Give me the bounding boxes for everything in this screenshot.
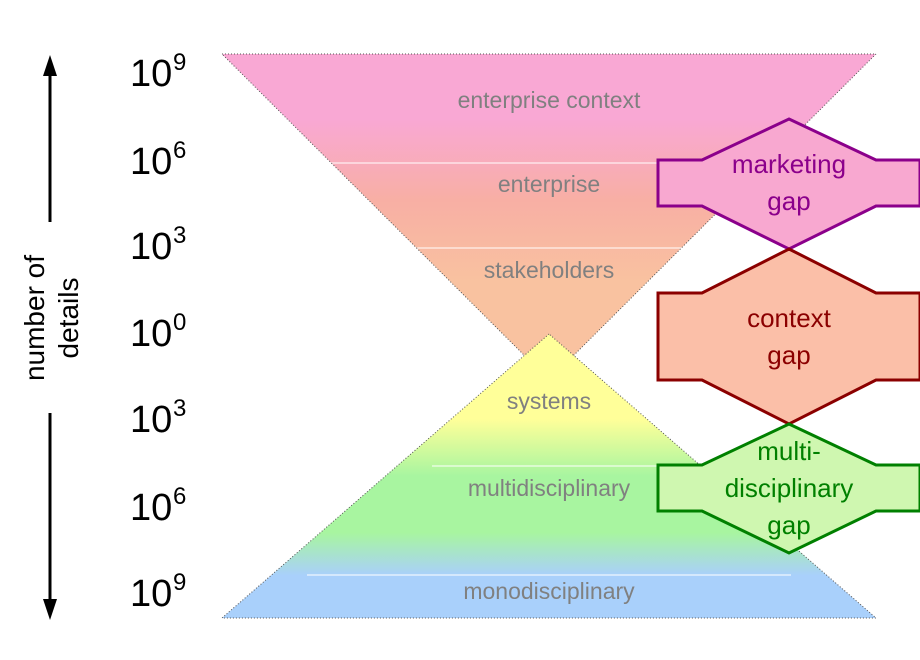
tick-exponent: 3 [173,222,186,249]
layer-label-stakeholders: stakeholders [484,257,614,283]
layer-label-monodisciplinary: monodisciplinary [463,578,635,604]
vertical-axis [43,55,57,620]
layer-label-systems: systems [507,388,591,414]
layer-label-enterprise-context: enterprise context [458,87,641,113]
tick-exponent: 6 [173,483,186,510]
bottom-triangle-shape [222,334,876,618]
tick-labels: 10 9 10 6 10 3 10 0 10 3 10 6 10 9 [130,49,186,615]
tick-exponent: 6 [173,137,186,164]
tick-base: 10 [130,573,172,615]
top-triangle-shape [222,54,876,380]
context-gap-arrow: context gap [656,247,920,426]
layer-label-enterprise: enterprise [498,171,600,197]
multidisciplinary-gap-label-line3: gap [767,510,810,540]
side-label: number of details [19,255,84,381]
tick-label: 10 9 [130,49,186,95]
tick-exponent: 9 [173,569,186,596]
side-label-line1: number of [19,255,50,381]
tick-label: 10 6 [130,137,186,183]
tick-label: 10 9 [130,569,186,615]
tick-label: 10 3 [130,222,186,268]
multidisciplinary-gap-shape [656,422,920,555]
tick-base: 10 [130,399,172,441]
multidisciplinary-gap-arrow: multi- disciplinary gap [656,422,920,555]
multidisciplinary-gap-label-line2: disciplinary [725,473,854,503]
tick-label: 10 3 [130,395,186,441]
bottom-triangle-outline [220,333,878,619]
tick-base: 10 [130,487,172,529]
tick-label: 10 0 [130,309,186,355]
marketing-gap-label-line2: gap [767,186,810,216]
multidisciplinary-gap-label-line1: multi- [757,436,821,466]
tick-base: 10 [130,141,172,183]
tick-base: 10 [130,313,172,355]
context-gap-label-line2: gap [767,340,810,370]
arrow-down-icon [43,599,57,620]
tick-base: 10 [130,226,172,268]
context-gap-shape [656,247,920,426]
side-label-line2: details [53,278,84,359]
arrow-up-icon [43,55,57,76]
layer-label-multidisciplinary: multidisciplinary [468,475,631,501]
marketing-gap-label-line1: marketing [732,149,846,179]
tick-label: 10 6 [130,483,186,529]
context-gap-label-line1: context [747,303,832,333]
tick-exponent: 3 [173,395,186,422]
tick-exponent: 9 [173,49,186,76]
top-triangle-outline [220,53,878,381]
bottom-triangle [220,333,878,619]
tick-exponent: 0 [173,309,186,336]
tick-base: 10 [130,53,172,95]
